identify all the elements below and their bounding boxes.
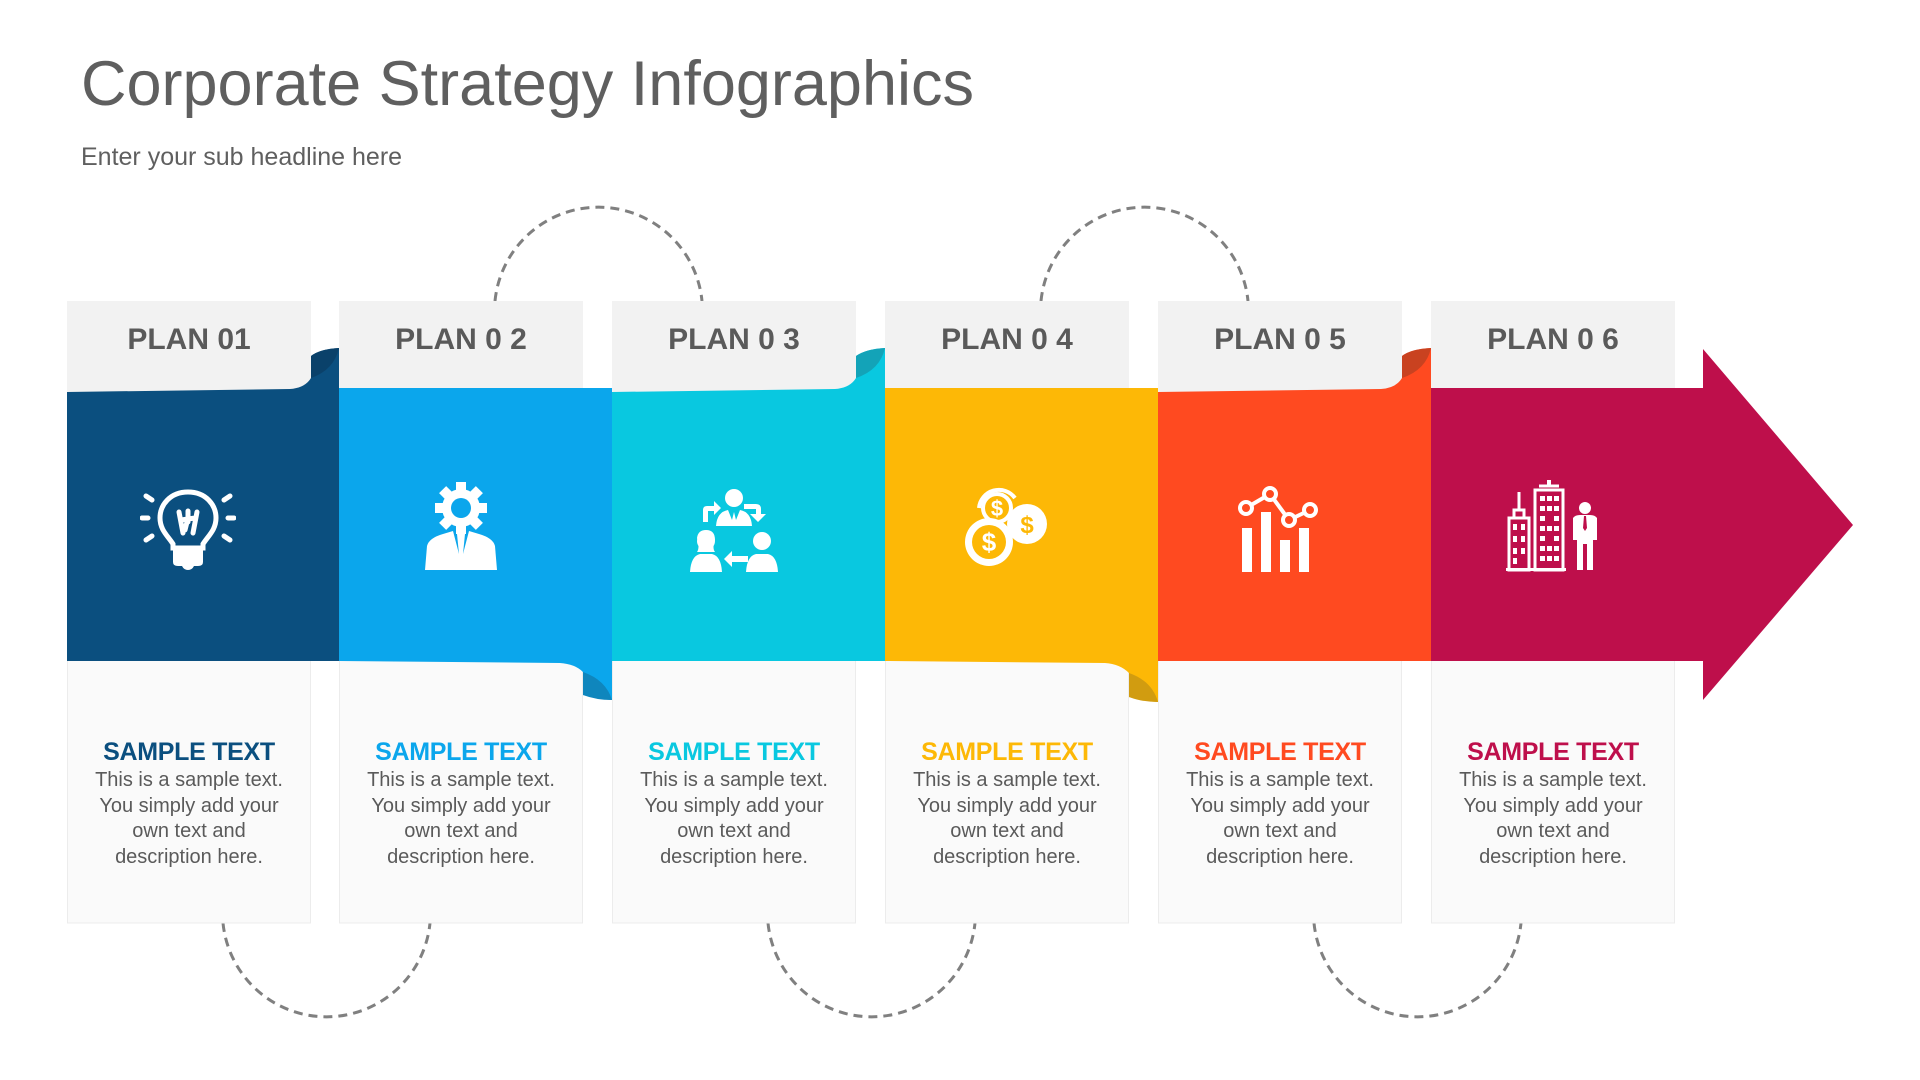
card-heading: SAMPLE TEXT <box>375 738 547 766</box>
page-title: Corporate Strategy Infographics <box>81 49 974 119</box>
connector-arc-top-4-5 <box>1039 205 1250 302</box>
city-businessman-icon <box>1506 480 1597 572</box>
svg-text:$: $ <box>982 527 997 557</box>
connector-arc-bottom-1-2 <box>221 922 432 1019</box>
card-description: This is a sample text. You simply add yo… <box>95 769 283 868</box>
plan-card-2: SAMPLE TEXT This is a sample text. You s… <box>339 736 583 870</box>
plan-card-5: SAMPLE TEXT This is a sample text. You s… <box>1158 736 1402 870</box>
svg-text:$: $ <box>1020 512 1034 539</box>
plan-label-3: PLAN 0 3 <box>668 322 800 356</box>
page-subtitle: Enter your sub headline here <box>81 143 403 171</box>
plan-card-1: SAMPLE TEXT This is a sample text. You s… <box>67 736 311 870</box>
dollar-coins-icon: $ $ $ <box>965 487 1047 566</box>
plan-label-6: PLAN 0 6 <box>1487 322 1619 356</box>
card-heading: SAMPLE TEXT <box>921 738 1093 766</box>
card-description: This is a sample text. You simply add yo… <box>367 769 555 868</box>
svg-text:$: $ <box>991 496 1003 521</box>
card-description: This is a sample text. You simply add yo… <box>640 769 828 868</box>
card-description: This is a sample text. You simply add yo… <box>913 769 1101 868</box>
card-heading: SAMPLE TEXT <box>1467 738 1639 766</box>
band-plan-4 <box>885 388 1158 702</box>
lightbulb-icon <box>140 489 236 570</box>
team-cycle-icon <box>690 489 778 572</box>
plan-label-5: PLAN 0 5 <box>1214 322 1346 356</box>
card-heading: SAMPLE TEXT <box>648 738 820 766</box>
plan-label-2: PLAN 0 2 <box>395 322 527 356</box>
plan-label-1: PLAN 01 <box>127 322 251 356</box>
card-description: This is a sample text. You simply add yo… <box>1186 769 1374 868</box>
label-boxes <box>67 301 1675 401</box>
connector-arc-bottom-3-4 <box>766 922 977 1019</box>
band-plan-6-arrow <box>1431 349 1853 700</box>
gear-head-person-icon <box>425 482 497 570</box>
card-heading: SAMPLE TEXT <box>103 738 275 766</box>
bar-line-chart-icon <box>1238 486 1318 572</box>
plan-label-4: PLAN 0 4 <box>941 322 1073 356</box>
plan-card-4: SAMPLE TEXT This is a sample text. You s… <box>885 736 1129 870</box>
plan-card-6: SAMPLE TEXT This is a sample text. You s… <box>1431 736 1675 870</box>
band-plan-1 <box>67 348 339 661</box>
text-cards <box>67 639 1675 924</box>
connector-arc-top-2-3 <box>493 205 704 302</box>
card-description: This is a sample text. You simply add yo… <box>1459 769 1647 868</box>
card-heading: SAMPLE TEXT <box>1194 738 1366 766</box>
plan-card-3: SAMPLE TEXT This is a sample text. You s… <box>612 736 856 870</box>
connector-arc-bottom-5-6 <box>1312 922 1523 1019</box>
band-plan-5 <box>1158 348 1431 661</box>
